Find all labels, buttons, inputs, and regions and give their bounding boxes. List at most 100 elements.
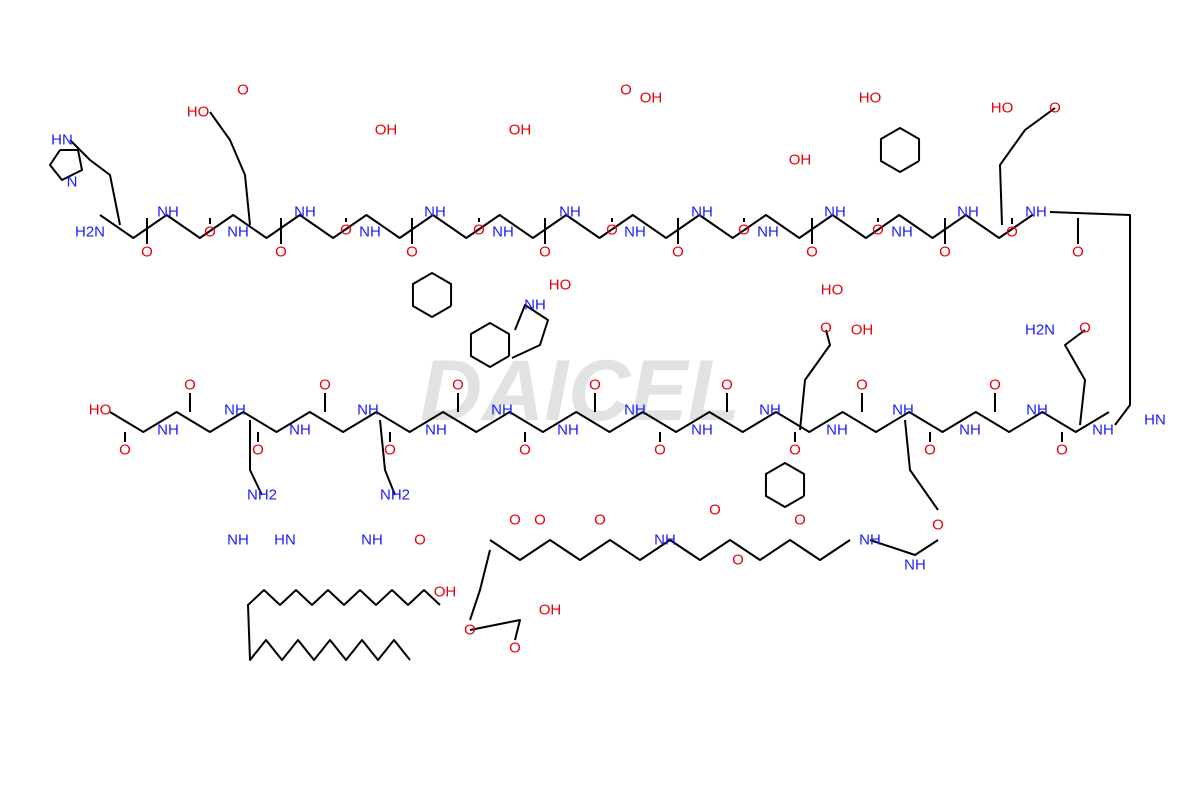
nitrogen-atom-label: NH: [654, 532, 676, 549]
nitrogen-atom-label: N: [67, 174, 78, 191]
nitrogen-atom-label: NH: [557, 422, 579, 439]
oxygen-atom-label: O: [589, 377, 601, 394]
oxygen-atom-label: HO: [89, 402, 112, 419]
nitrogen-atom-label: NH: [757, 224, 779, 241]
oxygen-atom-label: OH: [640, 90, 663, 107]
glu-side-chain-bond: [209, 111, 251, 226]
lys-amide-bond: [869, 539, 939, 556]
oxygen-atom-label: O: [932, 517, 944, 534]
glu3-side-chain-bond: [799, 329, 831, 431]
glu2-side-chain-bond: [999, 107, 1056, 226]
phe2-ring: [764, 462, 806, 508]
oxygen-atom-label: O: [924, 442, 936, 459]
oxygen-atom-label: O: [872, 222, 884, 239]
oxygen-atom-label: O: [1006, 224, 1018, 241]
daicel-watermark: DAICEL: [420, 343, 740, 439]
nitrogen-atom-label: NH: [1026, 402, 1048, 419]
oxygen-atom-label: O: [414, 532, 426, 549]
oxygen-atom-label: HO: [859, 90, 882, 107]
linker-glu-bond: [469, 549, 491, 621]
oxygen-atom-label: OH: [539, 602, 562, 619]
oxygen-atom-label: O: [509, 512, 521, 529]
oxygen-atom-label: OH: [851, 322, 874, 339]
nitrogen-atom-label: NH: [859, 532, 881, 549]
tyr-ring: [879, 127, 921, 173]
nitrogen-atom-label: NH: [227, 532, 249, 549]
oxygen-atom-label: O: [184, 377, 196, 394]
nitrogen-atom-label: NH: [157, 204, 179, 221]
nitrogen-atom-label: HN: [1144, 412, 1166, 429]
oxygen-atom-label: O: [319, 377, 331, 394]
nitrogen-atom-label: NH: [959, 422, 981, 439]
nitrogen-atom-label: NH: [759, 402, 781, 419]
oxygen-atom-label: O: [340, 222, 352, 239]
nitrogen-atom-label: HN: [274, 532, 296, 549]
middle-backbone-bond: [109, 411, 1110, 433]
trp-pyrrole-ring: [511, 304, 549, 359]
oxygen-atom-label: O: [794, 512, 806, 529]
bonds: [49, 107, 1131, 661]
phe1-ring: [411, 272, 453, 318]
oxygen-atom-label: O: [141, 244, 153, 261]
oxygen-atom-label: O: [672, 244, 684, 261]
oxygen-atom-label: O: [989, 377, 1001, 394]
arg2-side-chain-bond: [379, 419, 396, 496]
nitrogen-atom-label: NH: [624, 224, 646, 241]
oxygen-atom-label: HO: [821, 282, 844, 299]
nitrogen-atom-label: NH: [826, 422, 848, 439]
oxygen-atom-label: OH: [789, 152, 812, 169]
oxygen-atom-label: O: [654, 442, 666, 459]
oxygen-atom-label: O: [1079, 320, 1091, 337]
oxygen-atom-label: O: [594, 512, 606, 529]
oxygen-atom-label: O: [252, 442, 264, 459]
oxygen-atom-label: O: [1072, 244, 1084, 261]
oxygen-atom-label: O: [204, 224, 216, 241]
nitrogen-atom-label: NH: [957, 204, 979, 221]
oxygen-atom-label: O: [732, 552, 744, 569]
oxygen-atom-label: O: [738, 222, 750, 239]
oxygen-atom-label: O: [119, 442, 131, 459]
oxygen-atom-label: O: [709, 502, 721, 519]
nitrogen-atom-label: NH: [624, 402, 646, 419]
oxygen-atom-label: O: [620, 82, 632, 99]
nitrogen-atom-label: NH: [227, 224, 249, 241]
nitrogen-atom-label: NH: [361, 532, 383, 549]
nitrogen-atom-label: NH: [491, 402, 513, 419]
nitrogen-atom-label: NH: [424, 204, 446, 221]
nitrogen-atom-label: NH: [524, 297, 546, 314]
nitrogen-atom-label: NH: [289, 422, 311, 439]
oxygen-atom-label: O: [820, 320, 832, 337]
nitrogen-atom-label: NH2: [247, 487, 277, 504]
oxygen-atom-label: O: [721, 377, 733, 394]
oxygen-atom-label: O: [473, 222, 485, 239]
glu-acid-bond: [469, 619, 521, 641]
oxygen-atom-label: HO: [549, 277, 572, 294]
oxygen-atom-label: O: [534, 512, 546, 529]
nitrogen-atom-label: NH: [224, 402, 246, 419]
oxygen-atom-label: HO: [187, 104, 210, 121]
nitrogen-atom-label: H2N: [75, 224, 105, 241]
nitrogen-atom-label: NH: [1025, 204, 1047, 221]
oxygen-atom-label: O: [519, 442, 531, 459]
nitrogen-atom-label: NH: [559, 204, 581, 221]
nitrogen-atom-label: NH: [691, 204, 713, 221]
oxygen-atom-label: O: [1049, 100, 1061, 117]
nitrogen-atom-label: NH: [492, 224, 514, 241]
oxygen-atom-label: O: [539, 244, 551, 261]
oxygen-atom-label: O: [275, 244, 287, 261]
oxygen-atom-label: OH: [434, 584, 457, 601]
nitrogen-atom-label: NH: [691, 422, 713, 439]
nitrogen-atom-label: NH2: [380, 487, 410, 504]
nitrogen-atom-label: NH: [1092, 422, 1114, 439]
oxygen-atom-label: O: [406, 244, 418, 261]
trp-benzene-ring: [469, 322, 511, 368]
oxygen-atom-label: O: [384, 442, 396, 459]
oxygen-atom-label: O: [856, 377, 868, 394]
nitrogen-atom-label: NH: [824, 204, 846, 221]
oxygen-atom-label: O: [1056, 442, 1068, 459]
fatty-acid-chain-bond: [247, 589, 441, 661]
oxygen-atom-label: O: [237, 82, 249, 99]
oxygen-atom-label: O: [939, 244, 951, 261]
oxygen-atom-label: O: [452, 377, 464, 394]
